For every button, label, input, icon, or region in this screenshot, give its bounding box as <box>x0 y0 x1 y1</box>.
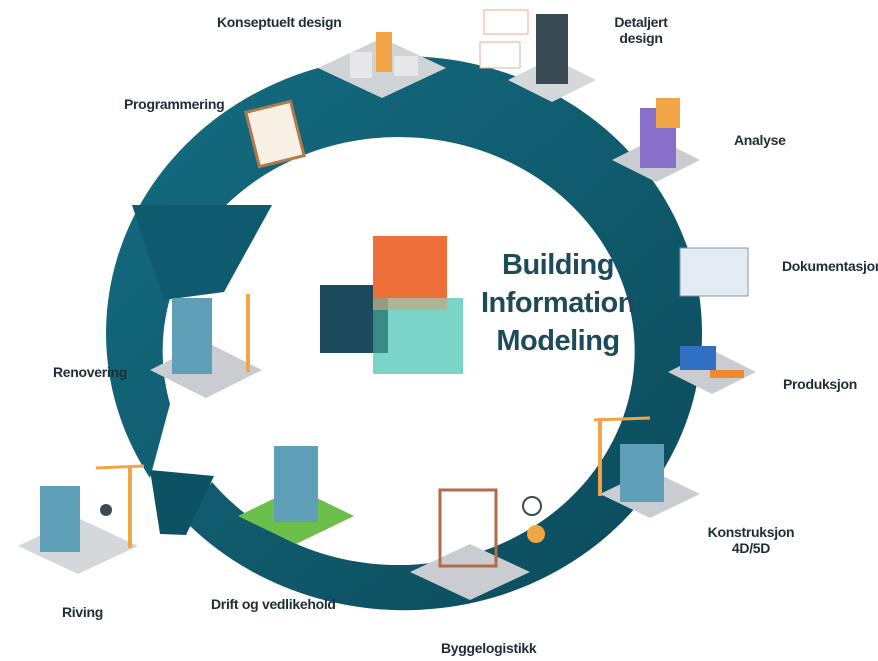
title-line: Building <box>502 249 614 281</box>
title-line: Modeling <box>496 325 620 357</box>
label-konseptuelt-design: Konseptuelt design <box>217 14 342 30</box>
label-byggelogistikk: Byggelogistikk <box>441 640 537 656</box>
label-riving: Riving <box>62 604 103 620</box>
label-dokumentasjon: Dokumentasjon <box>782 258 878 274</box>
label-line: Detaljert <box>614 14 668 30</box>
byggelogistikk-illustration <box>410 488 545 600</box>
programmering-illustration <box>244 99 306 169</box>
label-detaljert-design: Detaljert design <box>604 14 678 46</box>
label-produksjon: Produksjon <box>783 376 858 392</box>
cycle-arrow-tail <box>150 470 214 535</box>
center-title: Building Information Modeling <box>478 246 638 360</box>
label-programmering: Programmering <box>124 96 225 112</box>
drift-vedlikehold-illustration <box>238 446 354 544</box>
dokumentasjon-illustration <box>679 247 749 297</box>
konseptuelt-design-illustration <box>318 32 446 98</box>
analyse-illustration <box>612 98 700 182</box>
riving-illustration <box>18 464 145 574</box>
title-line: Information <box>481 287 636 319</box>
produksjon-illustration <box>668 346 756 394</box>
konstruksjon-illustration <box>593 416 700 518</box>
cycle-arrow-head <box>132 205 272 300</box>
renovering-illustration <box>150 294 262 398</box>
label-drift-og-vedlikehold: Drift og vedlikehold <box>211 596 336 612</box>
label-line: 4D/5D <box>731 540 771 556</box>
bim-logo <box>320 236 463 374</box>
label-analyse: Analyse <box>734 132 786 148</box>
detaljert-design-illustration <box>479 9 596 102</box>
label-renovering: Renovering <box>53 364 128 380</box>
label-line: Konstruksjon <box>707 524 795 540</box>
label-line: design <box>619 30 663 46</box>
label-konstruksjon: Konstruksjon 4D/5D <box>706 524 796 556</box>
